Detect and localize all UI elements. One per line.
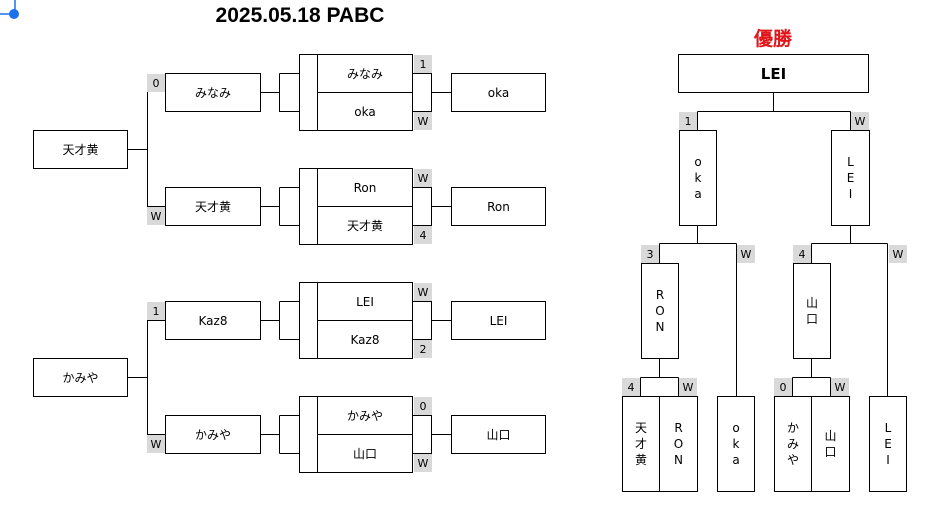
score-badge: 2 <box>414 340 432 358</box>
match-bottom-player: 山口 <box>317 434 413 473</box>
score-badge: W <box>414 283 432 301</box>
vertical-char: 黄 <box>634 453 647 467</box>
corner-anchor-icon <box>0 0 19 19</box>
vertical-char: k <box>694 171 702 185</box>
score-badge: 1 <box>414 55 432 73</box>
winner-box: LEI <box>451 301 546 340</box>
vertical-char: O <box>655 304 665 318</box>
score-badge: 3 <box>641 245 659 263</box>
score-badge: 1 <box>679 112 697 130</box>
vertical-char: I <box>886 453 890 467</box>
qf-left-box: 天才黄 <box>622 396 660 492</box>
score-badge: 4 <box>793 245 811 263</box>
score-badge: W <box>147 435 165 453</box>
qf-right-box: かみや <box>774 396 812 492</box>
winner-box: Ron <box>451 187 546 226</box>
score-badge: W <box>679 378 697 396</box>
vertical-char: 口 <box>805 312 818 326</box>
vertical-char: E <box>846 171 855 185</box>
score-badge: 0 <box>147 74 165 92</box>
score-badge: 0 <box>414 397 432 415</box>
match-top-player: Ron <box>317 168 413 207</box>
score-badge: W <box>414 169 432 187</box>
match-bottom-player: Kaz8 <box>317 320 413 359</box>
match-side-box <box>299 54 318 131</box>
qf-right-box: 山口 <box>811 396 850 492</box>
champion-box: LEI <box>678 54 869 93</box>
match-side-box <box>299 168 318 245</box>
match-top-player: みなみ <box>317 54 413 93</box>
player-box: Kaz8 <box>165 301 261 340</box>
vertical-char: 天 <box>634 421 647 435</box>
score-badge: W <box>831 378 849 396</box>
match-bottom-player: 天才黄 <box>317 206 413 245</box>
vertical-char: 口 <box>824 445 837 459</box>
vertical-char: O <box>673 437 684 451</box>
seed-player-box: 天才黄 <box>33 130 128 169</box>
winner-box: oka <box>451 73 546 112</box>
score-badge: W <box>147 207 165 225</box>
match-top-player: かみや <box>317 396 413 435</box>
semi-right-box: 山口 <box>793 263 831 359</box>
vertical-char: R <box>655 288 665 302</box>
seed-player-box: かみや <box>33 358 128 397</box>
vertical-char: L <box>847 155 854 169</box>
match-side-box <box>299 396 318 473</box>
vertical-char: 才 <box>634 437 647 451</box>
match-bottom-player: oka <box>317 92 413 131</box>
score-badge: W <box>889 245 907 263</box>
score-badge: 4 <box>414 226 432 244</box>
score-badge: W <box>414 112 432 130</box>
vertical-char: k <box>732 437 740 451</box>
score-badge: 1 <box>147 302 165 320</box>
vertical-char: 山 <box>805 296 818 310</box>
vertical-char: N <box>674 453 683 467</box>
vertical-char: a <box>732 453 740 467</box>
vertical-char: o <box>732 421 740 435</box>
vertical-char: か <box>786 421 799 435</box>
match-side-box <box>299 282 318 359</box>
match-top-player: LEI <box>317 282 413 321</box>
score-badge: W <box>737 245 755 263</box>
score-badge: 0 <box>774 378 792 396</box>
tournament-title: 2025.05.18 PABC <box>215 4 385 27</box>
vertical-char: L <box>884 421 892 435</box>
winner-box: 山口 <box>451 415 546 454</box>
player-box: みなみ <box>165 73 261 112</box>
score-badge: W <box>851 112 869 130</box>
vertical-char: R <box>674 421 683 435</box>
vertical-char: E <box>884 437 892 451</box>
vertical-char: み <box>786 437 799 451</box>
champion-label: 優勝 <box>753 28 792 50</box>
score-badge: W <box>414 454 432 472</box>
vertical-char: I <box>848 187 853 201</box>
vertical-char: や <box>786 453 799 467</box>
vertical-char: 山 <box>824 429 837 443</box>
player-box: 天才黄 <box>165 187 261 226</box>
vertical-char: N <box>655 320 665 334</box>
player-box: かみや <box>165 415 261 454</box>
vertical-char: a <box>694 187 702 201</box>
score-badge: 4 <box>622 378 640 396</box>
vertical-char: o <box>694 155 702 169</box>
